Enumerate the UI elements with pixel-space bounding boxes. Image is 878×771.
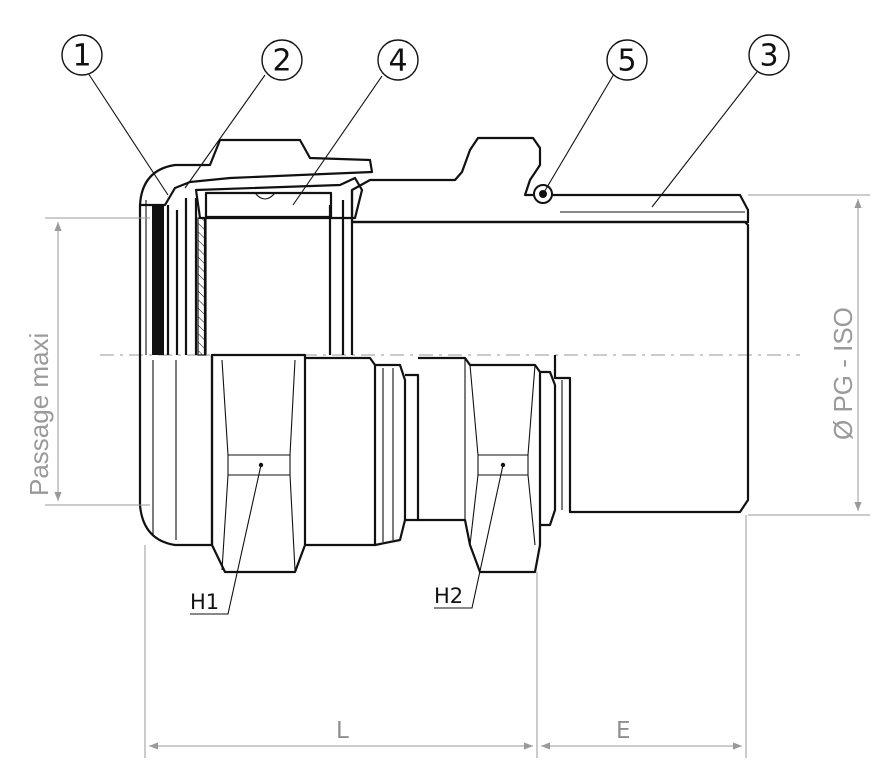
balloon-1: 1 [61, 34, 103, 76]
leader-3 [651, 71, 758, 208]
balloon-3-label: 3 [759, 39, 778, 74]
leaders [87, 71, 758, 615]
balloon-2: 2 [261, 39, 303, 81]
leader-5 [542, 73, 615, 195]
body-bore [352, 220, 750, 355]
leader-1 [87, 72, 169, 196]
body-neck [405, 373, 420, 522]
leader-h1 [190, 464, 262, 615]
section-view [138, 136, 750, 356]
balloon-5: 5 [606, 39, 648, 81]
exterior-view [138, 353, 750, 574]
label-pg-iso: Ø PG - ISO [828, 307, 858, 440]
hex-h2-facets [464, 358, 536, 546]
nut-dome-lines [152, 360, 177, 540]
balloon-4: 4 [377, 39, 419, 81]
leader-h2 [434, 464, 504, 609]
leader-2 [184, 74, 266, 189]
label-e: E [616, 718, 631, 744]
label-l: L [336, 718, 349, 744]
body-middle [305, 356, 377, 547]
insert-section [204, 191, 333, 219]
body-collar [374, 363, 407, 547]
insert-notch [254, 192, 276, 200]
leader-4 [292, 75, 383, 206]
label-passage-maxi: Passage maxi [24, 333, 54, 496]
balloon-2-label: 2 [272, 44, 291, 79]
balloon-3: 3 [748, 34, 790, 76]
collar-lines [382, 368, 394, 542]
seal-section [194, 176, 364, 220]
thread-outline [560, 194, 745, 213]
dimensions [45, 194, 870, 758]
body-flange [540, 370, 557, 527]
clamp-fingers [152, 190, 354, 356]
hex-h1 [210, 353, 307, 574]
balloon-5-label: 5 [617, 44, 636, 79]
body-section [350, 136, 750, 224]
threaded-body [553, 355, 750, 514]
label-h2: H2 [434, 584, 463, 608]
balloon-1-label: 1 [72, 39, 91, 74]
hex-h1-facets [221, 359, 296, 571]
nut-section [138, 138, 374, 207]
hex-h2 [418, 356, 542, 574]
balloon-4-label: 4 [388, 44, 407, 79]
label-h1: H1 [190, 590, 219, 614]
